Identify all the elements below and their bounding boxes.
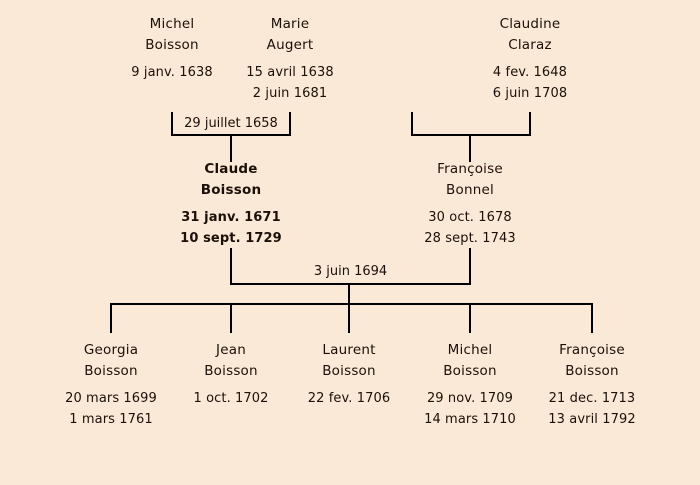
person-surname: Boisson: [565, 362, 619, 379]
union-marriage-date: 3 juin 1694: [313, 264, 388, 279]
connector-to-laurent: [348, 303, 350, 333]
person-death-date: 6 juin 1708: [492, 86, 568, 101]
person-given-name: Laurent: [322, 342, 376, 358]
sibling-bus-crossbar: [110, 303, 593, 305]
person-surname: Boisson: [200, 181, 262, 198]
person-birth-date: 22 fev. 1706: [307, 391, 391, 406]
person-given-name: Marie: [270, 16, 310, 32]
person-surname: Boisson: [145, 36, 199, 53]
person-surname: Augert: [266, 36, 314, 53]
person-given-name: Michel: [447, 342, 493, 358]
union-crossbar: [171, 134, 291, 136]
connector-union2-to-francoise-bonnel: [469, 136, 471, 162]
union-bracket-michel-marie: 29 juillet 1658: [171, 112, 291, 136]
person-given-name: Claude: [204, 161, 258, 177]
person-birth-date: 20 mars 1699: [65, 391, 157, 406]
person-death-date: 28 sept. 1743: [424, 231, 516, 246]
person-birth-date: 29 nov. 1709: [426, 391, 514, 406]
person-card-claudine-claraz[interactable]: Claudine Claraz 4 fev. 1648 6 juin 1708: [492, 16, 568, 108]
person-given-name: Françoise: [437, 161, 503, 177]
person-card-francoise-boisson[interactable]: Françoise Boisson 21 dec. 1713 13 avril …: [548, 342, 636, 434]
union-right-riser: [469, 258, 471, 285]
union-bracket-claraz: [411, 112, 531, 136]
person-birth-date: 9 janv. 1638: [131, 65, 213, 80]
person-birth-date: 1 oct. 1702: [193, 391, 269, 406]
person-death-date: 14 mars 1710: [424, 412, 516, 427]
person-birth-date: 4 fev. 1648: [492, 65, 568, 80]
person-birth-date: 15 avril 1638: [246, 65, 334, 80]
person-card-michel-boisson-jr[interactable]: Michel Boisson 29 nov. 1709 14 mars 1710: [424, 342, 516, 434]
person-birth-date: 21 dec. 1713: [548, 391, 636, 406]
connector-union1-to-claude: [230, 136, 232, 162]
person-card-claude-boisson[interactable]: Claude Boisson 31 janv. 1671 10 sept. 17…: [180, 161, 282, 253]
person-birth-date: 30 oct. 1678: [428, 210, 512, 225]
connector-union3-to-sibling-bus: [348, 285, 350, 305]
person-surname: Boisson: [443, 362, 497, 379]
person-death-date: 13 avril 1792: [548, 412, 636, 427]
person-given-name: Claudine: [499, 16, 561, 32]
person-given-name: Michel: [149, 16, 195, 32]
person-card-laurent-boisson[interactable]: Laurent Boisson 22 fev. 1706: [307, 342, 391, 413]
union-left-riser: [230, 258, 232, 285]
person-card-jean-boisson[interactable]: Jean Boisson 1 oct. 1702: [193, 342, 269, 413]
person-death-date: 1 mars 1761: [69, 412, 153, 427]
union-right-riser: [289, 112, 291, 136]
person-given-name: Françoise: [559, 342, 625, 358]
union-crossbar: [411, 134, 531, 136]
person-surname: Claraz: [508, 36, 552, 53]
person-card-francoise-bonnel[interactable]: Françoise Bonnel 30 oct. 1678 28 sept. 1…: [424, 161, 516, 253]
person-surname: Boisson: [84, 362, 138, 379]
union-bracket-claude-francoise: 3 juin 1694: [230, 258, 471, 285]
person-death-date: 10 sept. 1729: [180, 231, 282, 246]
connector-to-francoise-boisson: [591, 303, 593, 333]
person-given-name: Jean: [216, 342, 246, 358]
union-left-riser: [171, 112, 173, 136]
person-death-date: 2 juin 1681: [252, 86, 328, 101]
union-crossbar: [230, 283, 471, 285]
connector-francoise-bonnel-to-union3: [469, 248, 471, 260]
union-left-riser: [411, 112, 413, 136]
person-surname: Bonnel: [446, 181, 494, 198]
person-given-name: Georgia: [83, 342, 139, 358]
person-surname: Boisson: [322, 362, 376, 379]
person-card-georgia-boisson[interactable]: Georgia Boisson 20 mars 1699 1 mars 1761: [65, 342, 157, 434]
connector-to-jean: [230, 303, 232, 333]
union-marriage-date: 29 juillet 1658: [184, 116, 278, 131]
union-right-riser: [529, 112, 531, 136]
person-surname: Boisson: [204, 362, 258, 379]
person-card-michel-boisson-sr[interactable]: Michel Boisson 9 janv. 1638: [131, 16, 213, 87]
connector-claude-to-union3: [230, 248, 232, 260]
connector-to-michel-jr: [469, 303, 471, 333]
person-card-marie-augert[interactable]: Marie Augert 15 avril 1638 2 juin 1681: [246, 16, 334, 108]
person-birth-date: 31 janv. 1671: [181, 210, 281, 225]
connector-to-georgia: [110, 303, 112, 333]
